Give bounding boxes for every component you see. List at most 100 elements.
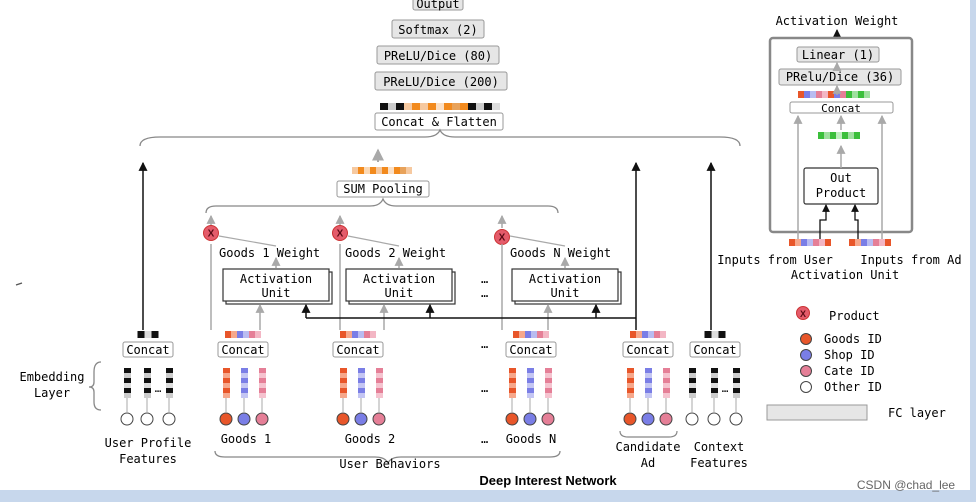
- ellipsis: …: [481, 337, 488, 351]
- pooled-vector-cell: [358, 167, 364, 174]
- goods-embedding-cell: [340, 383, 347, 388]
- pooling-brace: [205, 197, 559, 214]
- activation-unit-label: Activation: [240, 272, 312, 286]
- out-product-vector-cell: [848, 132, 854, 139]
- flattened-vector: [380, 103, 500, 110]
- profile-embedding-cell: [144, 373, 151, 378]
- context-embedding-cell: [711, 368, 718, 373]
- pooled-vector-cell: [394, 167, 400, 174]
- concat-vector-cell: [543, 331, 549, 338]
- goods-id-icon: [800, 333, 812, 345]
- ellipsis: …: [155, 382, 162, 395]
- inputs-from-ad-label: Inputs from Ad: [860, 253, 961, 267]
- pooled-vector-cell: [376, 167, 382, 174]
- concat-box: [505, 341, 557, 358]
- user-input-cell: [795, 239, 801, 246]
- other-id-icon: [800, 381, 812, 393]
- goodsn-weight: Goods N Weight: [510, 246, 611, 260]
- activation-unit-label: Unit: [385, 286, 414, 300]
- diagram-title: Deep Interest Network: [479, 473, 617, 488]
- legend-cate-id: Cate ID: [824, 364, 875, 378]
- context-embedding-cell: [689, 378, 696, 383]
- cate-embedding-cell: [376, 388, 383, 393]
- concat-label: Concat: [336, 343, 379, 357]
- shop-embedding-cell: [241, 373, 248, 378]
- activation-unit-inset: Activation Weight Linear (1) PRelu/Dice …: [717, 14, 961, 282]
- softmax-box: [391, 19, 485, 39]
- concat-box: [332, 341, 384, 358]
- user-input-cell: [807, 239, 813, 246]
- id-node: [707, 412, 721, 426]
- legend: X Product Goods ID Shop ID Cate ID Other…: [766, 306, 946, 421]
- concat-vector-cell: [151, 331, 159, 338]
- out-product-vector: [818, 132, 860, 139]
- cate-embedding-cell: [663, 388, 670, 393]
- concat-box: [622, 341, 674, 358]
- ad-input-cell: [849, 239, 855, 246]
- top-brace: [139, 128, 741, 147]
- ad-input-cell: [855, 239, 861, 246]
- inset-vector-cell: [852, 91, 858, 98]
- cate-embedding-cell: [376, 373, 383, 378]
- context-embedding-cell: [711, 378, 718, 383]
- concat-vector-cell: [704, 331, 712, 338]
- concat-vector-cell: [630, 331, 636, 338]
- concat-vector-cell: [340, 331, 346, 338]
- profile-embedding-cell: [166, 368, 173, 373]
- id-node: [641, 412, 655, 426]
- concat-vector-cell: [654, 331, 660, 338]
- pooled-vector-cell: [406, 167, 412, 174]
- concat-flatten-box: [374, 112, 504, 131]
- flattened-vector-cell: [436, 103, 444, 110]
- ellipsis: …: [481, 432, 488, 446]
- concat-vector-cell: [231, 331, 237, 338]
- legend-fc-layer: FC layer: [888, 406, 946, 420]
- embedding-row: ……: [120, 368, 743, 426]
- inset-title: Activation Weight: [776, 14, 899, 28]
- flattened-vector-cell: [476, 103, 484, 110]
- context-embedding-cell: [711, 393, 718, 398]
- prelu80-label: PReLU/Dice (80): [384, 49, 492, 63]
- embedding-layer-label: Embedding: [19, 370, 84, 384]
- inset-vector-cell: [822, 91, 828, 98]
- feature-arrows: [138, 161, 716, 330]
- profile-embedding-cell: [144, 393, 151, 398]
- goods-embedding-cell: [223, 373, 230, 378]
- out-product-vector-cell: [824, 132, 830, 139]
- out-product-vector-cell: [842, 132, 848, 139]
- inset-concat-vector: [798, 91, 870, 98]
- goods1-weight: Goods 1 Weight: [219, 246, 320, 260]
- inset-concat-label: Concat: [821, 102, 861, 115]
- goods2-weight: Goods 2 Weight: [345, 246, 446, 260]
- goods-embedding-cell: [340, 378, 347, 383]
- fc-layer-icon: [766, 404, 868, 421]
- concat-label: Concat: [509, 343, 552, 357]
- sum-pooling-box: [336, 180, 430, 198]
- user-input-cell: [825, 239, 831, 246]
- concat-label: Concat: [126, 343, 169, 357]
- concat-vector-cell: [249, 331, 255, 338]
- concat-box: [689, 341, 741, 358]
- prelu80-box: [376, 45, 500, 65]
- product-icon-mark: X: [208, 229, 215, 240]
- legend-goods-id: Goods ID: [824, 332, 882, 346]
- inset-vector-cell: [864, 91, 870, 98]
- profile-embedding-cell: [124, 388, 131, 393]
- ad-input-cell: [861, 239, 867, 246]
- out-product-vector-cell: [830, 132, 836, 139]
- concat-label: Concat: [626, 343, 669, 357]
- ellipsis: …: [481, 381, 488, 395]
- cate-embedding-cell: [545, 373, 552, 378]
- cate-embedding-cell: [663, 378, 670, 383]
- shop-embedding-cell: [527, 393, 534, 398]
- user-profile-label: User Profile: [105, 436, 192, 450]
- prelu36-label: PRelu/Dice (36): [786, 70, 894, 84]
- context-label: Features: [690, 456, 748, 470]
- shop-embedding-cell: [645, 378, 652, 383]
- concat-vector-cell: [642, 331, 648, 338]
- goods-embedding-cell: [223, 388, 230, 393]
- goods-embedding-cell: [223, 383, 230, 388]
